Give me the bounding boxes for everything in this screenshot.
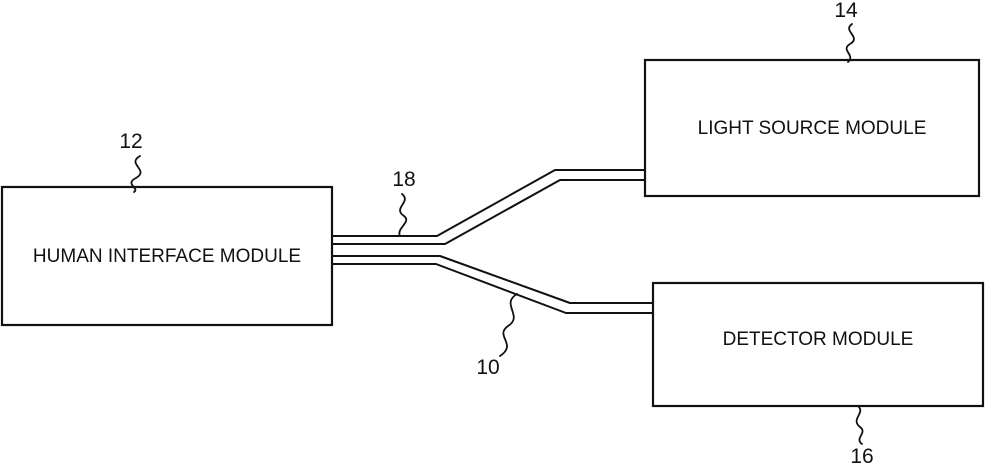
fiber-strand-lower-outer	[332, 264, 653, 313]
ref-numeral-10: 10	[476, 356, 499, 379]
detector-module-label: DETECTOR MODULE	[723, 329, 914, 350]
light-source-module-label: LIGHT SOURCE MODULE	[698, 118, 927, 139]
leader-line-18	[399, 194, 406, 236]
fiber-strand-upper-inner	[332, 180, 645, 244]
human-interface-module-label: HUMAN INTERFACE MODULE	[33, 246, 301, 267]
ref-numeral-12: 12	[119, 130, 142, 153]
fiber-bundle	[332, 170, 653, 313]
leader-line-10	[500, 294, 517, 356]
leader-line-14	[847, 24, 854, 62]
ref-numeral-18: 18	[392, 168, 415, 191]
ref-numeral-16: 16	[850, 445, 873, 466]
ref-numeral-14: 14	[834, 0, 858, 22]
leader-line-16	[857, 406, 863, 444]
